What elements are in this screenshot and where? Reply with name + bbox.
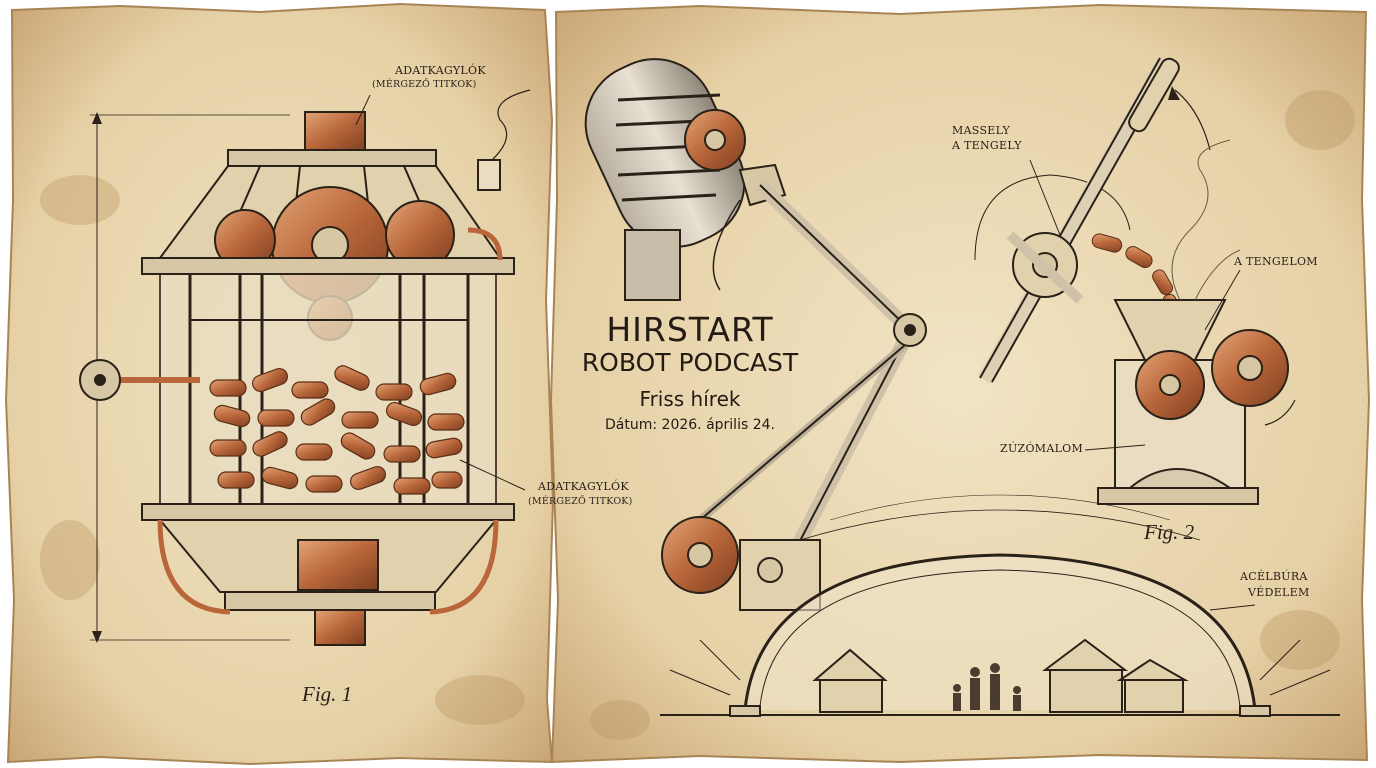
fig2-lever-label-line2: A TENGELY xyxy=(952,139,1022,152)
fig1-top-label-line2: (MÉRGEZŐ TITKOK) xyxy=(372,79,477,90)
fig1-caption: Fig. 1 xyxy=(302,682,353,706)
steel-dome-drawing xyxy=(660,494,1340,717)
page-subtitle: ROBOT PODCAST xyxy=(581,348,799,377)
dome-label-line2: VÉDELEM xyxy=(1248,586,1310,599)
title-block: HIRSTART ROBOT PODCAST Friss hírek Dátum… xyxy=(540,312,840,436)
fig1-side-label-line1: ADATKAGYLÓK xyxy=(538,480,629,493)
date-line: Dátum: 2026. április 24. xyxy=(605,417,775,433)
capsule-machine-drawing xyxy=(79,89,531,646)
page-title: HIRSTART xyxy=(606,310,774,349)
fig2-mill-label: ZÚZÓMALOM xyxy=(1000,442,1084,455)
paper-stains xyxy=(40,90,1355,740)
fig2-lever-label-line1: MASSELY xyxy=(952,124,1011,137)
dome-label-line1: ACÉLBÚRA xyxy=(1240,570,1308,583)
crusher-mill-drawing xyxy=(974,56,1296,505)
fig1-top-label-line1: ADATKAGYLÓK xyxy=(395,64,486,77)
tagline: Friss hírek xyxy=(639,387,741,411)
fig2-hopper-label: A TENGELOM xyxy=(1234,255,1318,268)
fig2-caption: Fig. 2 xyxy=(1144,520,1195,544)
fig1-side-label-line2: (MÉRGEZŐ TITKOK) xyxy=(528,496,633,507)
microphone-arm-drawing xyxy=(584,58,927,611)
